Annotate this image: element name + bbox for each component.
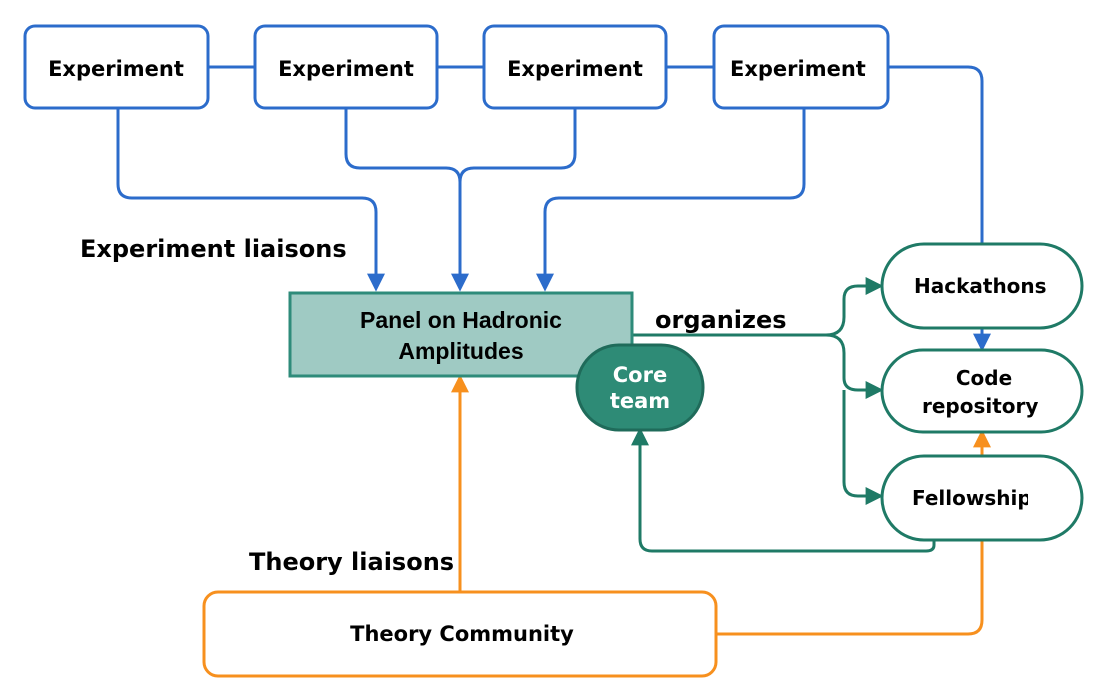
core-team-node: Core team xyxy=(575,343,705,432)
panel-box: Panel on Hadronic Amplitudes xyxy=(288,291,634,378)
core-team-line2: team xyxy=(610,389,670,413)
code-repository-line2: repository xyxy=(922,394,1038,418)
experiment-box-4: Experiment xyxy=(712,24,890,110)
hackathons-label: Hackathons xyxy=(914,274,1047,298)
panel-title-line2: Amplitudes xyxy=(398,338,523,364)
code-repository-line1: Code xyxy=(956,366,1012,390)
experiment-connectors xyxy=(116,65,991,352)
organizes-label: organizes xyxy=(655,306,787,334)
exp4-to-hackathons-line xyxy=(888,65,984,244)
theory-to-code-arrow xyxy=(716,429,991,636)
theory-community-box: Theory Community xyxy=(202,590,718,678)
core-team-line1: Core xyxy=(613,363,667,387)
experiment-label-3: Experiment xyxy=(507,57,643,81)
exp4-to-panel-arrow xyxy=(536,108,806,292)
exp1-to-panel-arrow xyxy=(116,108,385,292)
fellowships-to-core-arrow xyxy=(631,427,936,553)
exp3-to-panel-arrow xyxy=(458,108,577,183)
experiment-box-3: Experiment xyxy=(482,24,668,110)
branch-to-fellowships-arrow xyxy=(842,390,884,505)
experiment-label-4: Experiment xyxy=(730,57,866,81)
branch-to-code-arrow xyxy=(825,333,884,399)
theory-liaisons-label: Theory liaisons xyxy=(249,548,454,576)
fellowships-label: Fellowships xyxy=(912,486,1044,510)
experiment-liaisons-label: Experiment liaisons xyxy=(80,235,347,263)
experiment-label-1: Experiment xyxy=(48,57,184,81)
experiment-box-2: Experiment xyxy=(253,24,439,110)
organizes-connectors xyxy=(631,277,936,553)
hackathons-node: Hackathons xyxy=(880,242,1084,330)
panel-title-line1: Panel on Hadronic xyxy=(360,307,562,333)
fellowships-node: Fellowships xyxy=(880,454,1084,542)
branch-to-hackathons-arrow xyxy=(825,277,884,337)
theory-community-label: Theory Community xyxy=(350,622,574,646)
code-repository-node: Code repository xyxy=(880,348,1084,434)
experiment-box-1: Experiment xyxy=(23,24,210,110)
theory-connectors xyxy=(451,374,991,636)
experiment-label-2: Experiment xyxy=(278,57,414,81)
